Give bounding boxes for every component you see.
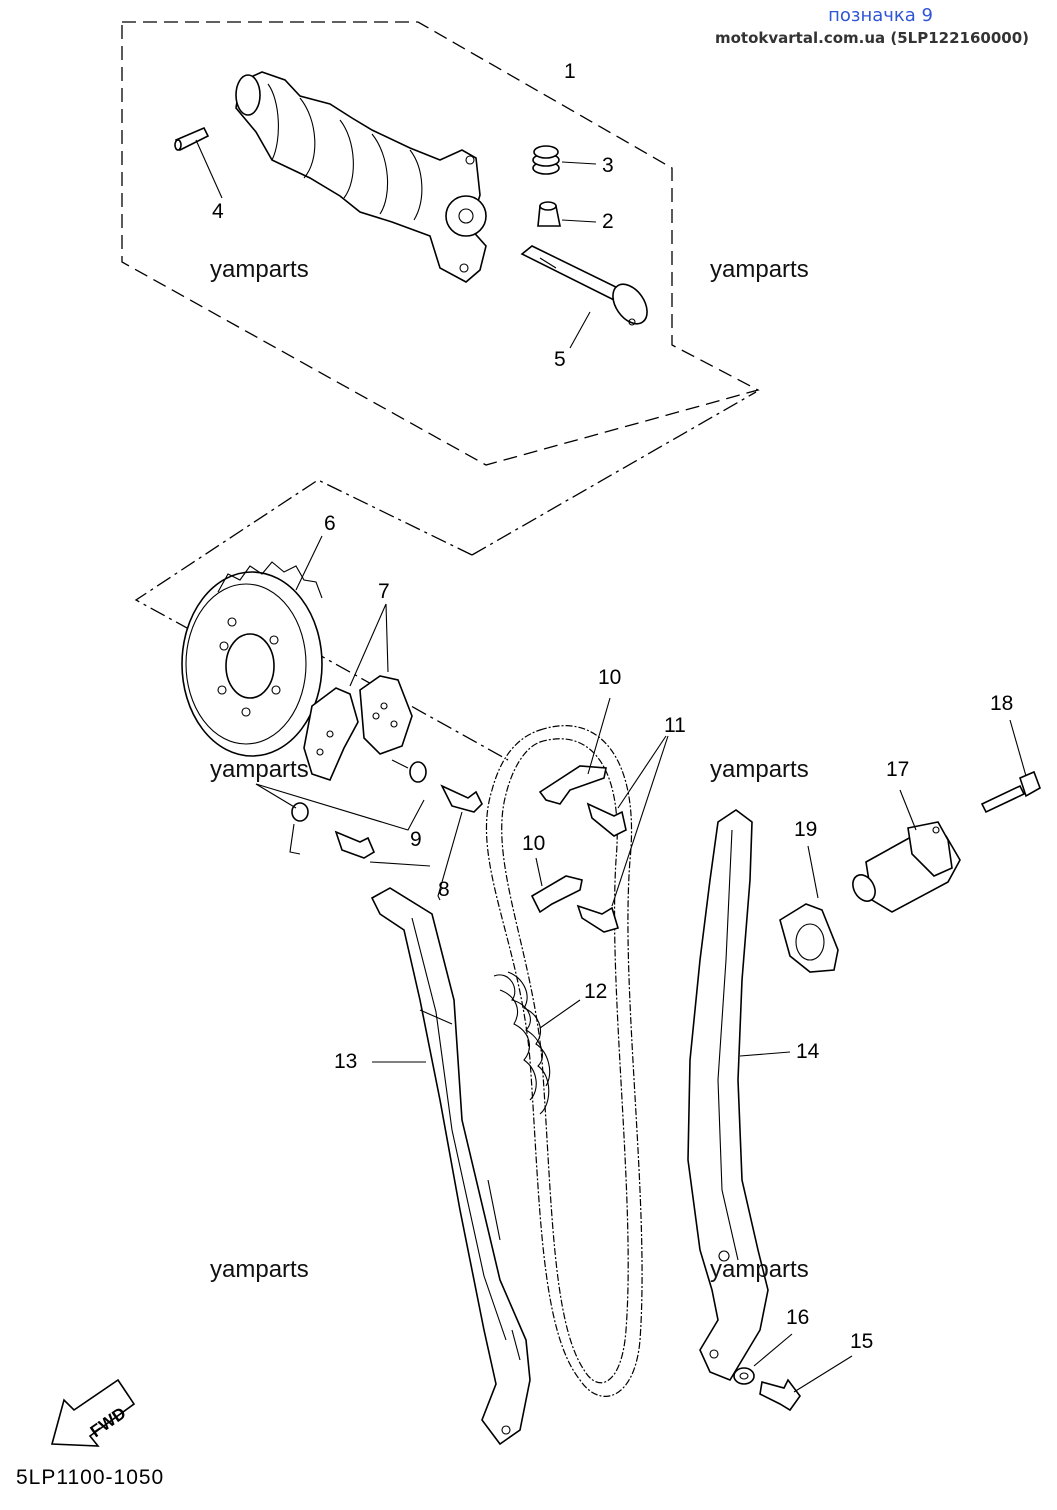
camshaft-part[interactable]: [235, 71, 487, 283]
callout-11[interactable]: 11: [664, 714, 686, 737]
timing-chain-inner: [501, 738, 629, 1384]
callout-13[interactable]: 13: [334, 1050, 358, 1073]
watermark: yamparts: [210, 1256, 309, 1283]
decompression-shaft-part[interactable]: [520, 245, 654, 330]
decompression-lever-part[interactable]: [303, 675, 413, 781]
callout-19[interactable]: 19: [794, 818, 818, 841]
chain-tensioner-part[interactable]: [848, 821, 961, 913]
watermark: yamparts: [210, 256, 309, 283]
return-spring-part[interactable]: [289, 759, 427, 855]
callout-10-lower[interactable]: 10: [522, 832, 546, 855]
diagram-code: 5LP1100-1050: [16, 1466, 165, 1489]
plunger-part[interactable]: [537, 201, 561, 227]
watermark: yamparts: [710, 756, 809, 783]
callout-4[interactable]: 4: [212, 200, 224, 223]
callout-5[interactable]: 5: [554, 348, 566, 371]
callout-12[interactable]: 12: [584, 980, 608, 1003]
watermark: yamparts: [710, 256, 809, 283]
callout-3[interactable]: 3: [602, 154, 614, 177]
chain-guide-part[interactable]: [530, 765, 607, 914]
callout-2[interactable]: 2: [602, 210, 614, 233]
guide-bolt-part[interactable]: [576, 802, 627, 933]
tensioner-bolt-part[interactable]: [980, 770, 1041, 814]
dowel-pin-part[interactable]: [174, 126, 210, 152]
callout-9[interactable]: 9: [410, 828, 422, 851]
callout-14[interactable]: 14: [796, 1040, 820, 1063]
assembly-guide-line: [259, 621, 509, 761]
callout-17[interactable]: 17: [886, 758, 910, 781]
watermark: yamparts: [210, 756, 309, 783]
callout-10-upper[interactable]: 10: [598, 666, 622, 689]
shoulder-bolt-part[interactable]: [334, 784, 483, 859]
callout-18[interactable]: 18: [990, 692, 1014, 715]
assembly-guide-line: [471, 391, 757, 556]
timing-chain-part[interactable]: [485, 725, 643, 1397]
pivot-bolt-part[interactable]: [759, 1378, 801, 1412]
chain-guide-rail-part[interactable]: [370, 887, 531, 1446]
camshaft-group-outline: [121, 21, 760, 466]
chain-link-detail: [493, 971, 551, 1115]
tensioner-gasket-part[interactable]: [779, 903, 839, 973]
spring-part[interactable]: [532, 145, 560, 175]
callout-16[interactable]: 16: [786, 1306, 810, 1329]
callout-15[interactable]: 15: [850, 1330, 874, 1353]
header-source[interactable]: motokvartal.com.ua (5LP122160000): [715, 29, 1029, 47]
tensioner-rail-part[interactable]: [687, 809, 769, 1381]
callout-1[interactable]: 1: [564, 60, 576, 83]
callout-8[interactable]: 8: [438, 878, 450, 901]
callout-6[interactable]: 6: [324, 512, 336, 535]
watermark: yamparts: [710, 1256, 809, 1283]
cam-sprocket-part[interactable]: [181, 561, 323, 757]
header-title: позначка 9: [828, 5, 933, 26]
washer-part[interactable]: [733, 1367, 755, 1385]
callout-7[interactable]: 7: [378, 580, 390, 603]
fwd-arrow-icon: [50, 1378, 136, 1447]
